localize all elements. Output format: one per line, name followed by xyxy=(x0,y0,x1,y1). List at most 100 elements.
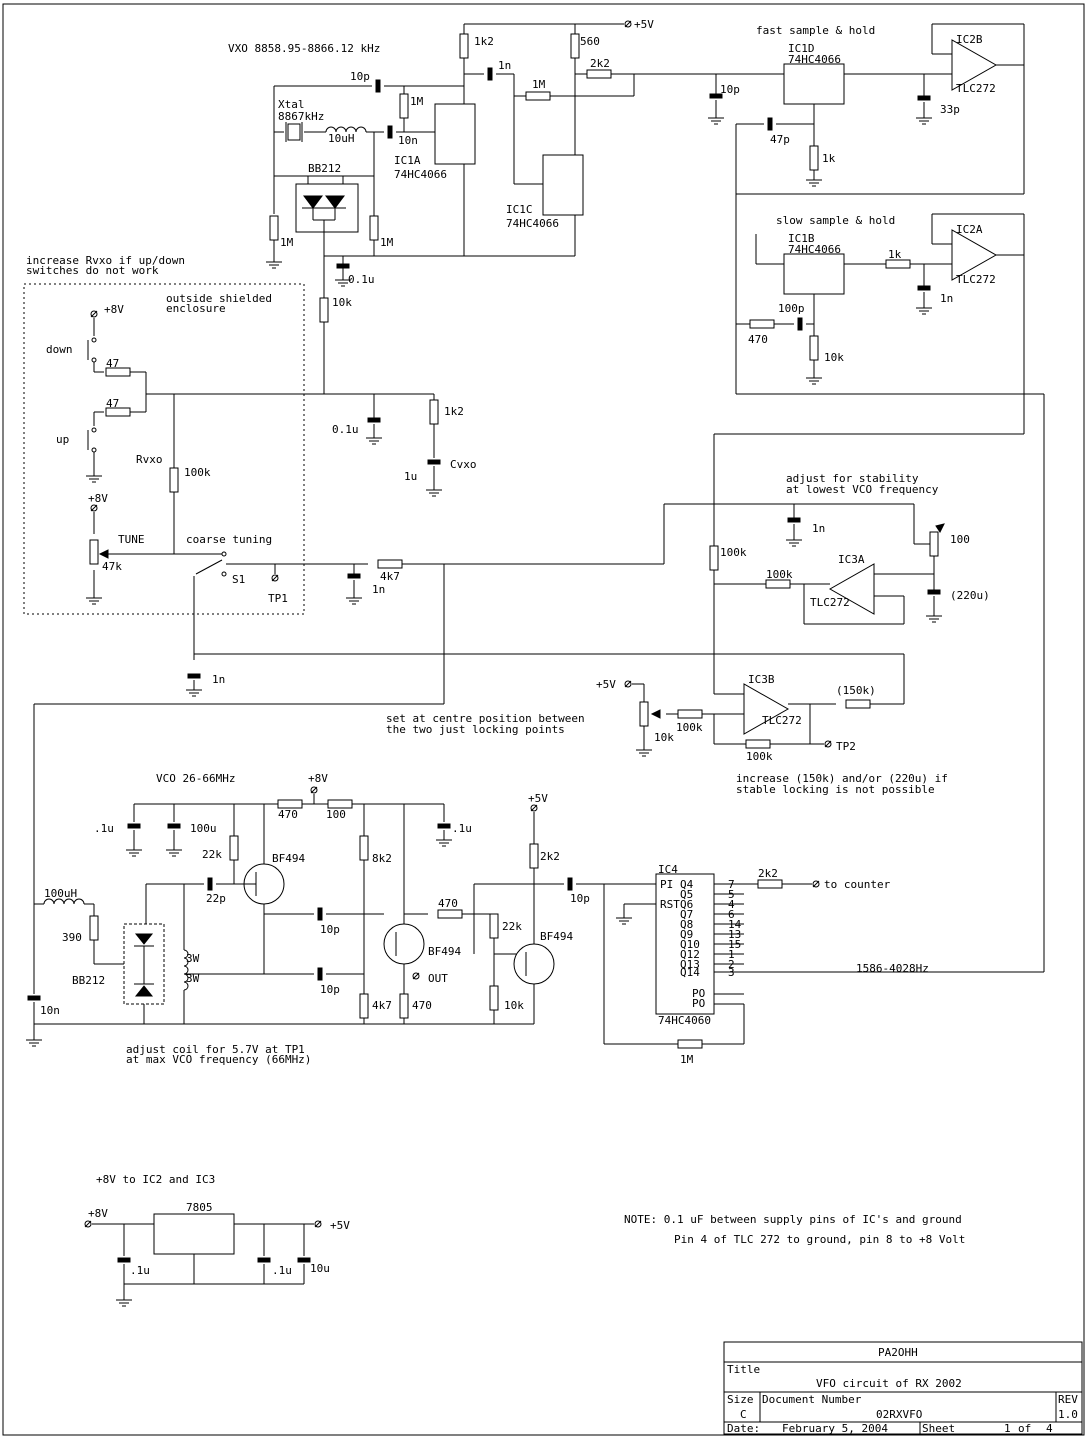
val-p47k: 47k xyxy=(102,560,122,573)
ic3b-type: TLC272 xyxy=(762,714,802,727)
increase-150k-note2: stable locking is not possible xyxy=(736,783,935,796)
val-r2k2-b: 2k2 xyxy=(540,850,560,863)
loop-filter xyxy=(624,434,945,757)
ic3b-label: IC3B xyxy=(748,673,775,686)
val-c01u-c: .1u xyxy=(94,822,114,835)
tb-of-label: of xyxy=(1018,1422,1031,1435)
ic1d-label: IC1D xyxy=(788,42,815,55)
ic4-out-label: Q13 xyxy=(680,958,700,971)
ic4-divider xyxy=(603,873,1044,1049)
ic4-chip xyxy=(655,873,715,1015)
ic4-out-label: Q9 xyxy=(680,928,693,941)
to-counter-label: to counter xyxy=(824,878,891,891)
val-r390: 390 xyxy=(62,931,82,944)
out-label: OUT xyxy=(428,972,448,985)
slow-sample-hold xyxy=(714,213,1045,972)
ic4-out-label: Q14 xyxy=(680,966,700,979)
down-label: down xyxy=(46,343,73,356)
tb-size: C xyxy=(740,1408,747,1421)
ic4-pin-pi: PI xyxy=(660,878,673,891)
ic4-out-label: Q8 xyxy=(680,918,693,931)
val-c47p: 47p xyxy=(770,133,790,146)
supply-5v-top: +5V xyxy=(634,18,654,31)
val-r1k2-b: 1k2 xyxy=(444,405,464,418)
regulator-7805 xyxy=(153,1213,235,1255)
val-c10p-a: 10p xyxy=(350,70,370,83)
inductor-100uh xyxy=(43,898,85,905)
tb-size-label: Size xyxy=(727,1393,754,1406)
val-c1n-a: 1n xyxy=(498,59,511,72)
labels: VXO 8858.95-8866.12 kHz fast sample & ho… xyxy=(26,18,996,1277)
freq-label: 1586-4028Hz xyxy=(856,962,929,975)
val-r1m-a: 1M xyxy=(532,78,546,91)
vco-coil xyxy=(183,949,189,991)
val-r150k: (150k) xyxy=(836,684,876,697)
ic1b-switch xyxy=(783,253,845,295)
val-r47-b: 47 xyxy=(106,397,119,410)
page-border xyxy=(2,3,1085,1436)
ic3a-label: IC3A xyxy=(838,553,865,566)
val-r1m-e: 1M xyxy=(680,1053,694,1066)
ic1b-label: IC1B xyxy=(788,232,815,245)
val-r100k-d: 100k xyxy=(676,721,703,734)
val-c01u-b: 0.1u xyxy=(332,423,359,436)
val-p10k: 10k xyxy=(654,731,674,744)
ic2b-label: IC2B xyxy=(956,33,983,46)
val-r22k-a: 22k xyxy=(202,848,222,861)
bb212-vco-label: BB212 xyxy=(72,974,105,987)
val-r100k-c: 100k xyxy=(766,568,793,581)
tb-docnum-label: Document Number xyxy=(762,1393,862,1406)
val-c1u: 1u xyxy=(404,470,417,483)
val-c01u-e: .1u xyxy=(130,1264,150,1277)
ic4-out-label: Q7 xyxy=(680,908,693,921)
val-r8k2: 8k2 xyxy=(372,852,392,865)
fast-sample-hold xyxy=(707,23,1025,394)
vxo-title: VXO 8858.95-8866.12 kHz xyxy=(228,42,380,55)
val-r470-d: 470 xyxy=(412,999,432,1012)
val-r1k-b: 1k xyxy=(888,248,902,261)
val-r2k2: 2k2 xyxy=(590,57,610,70)
val-c1n-d: 1n xyxy=(212,673,225,686)
outside-note2: enclosure xyxy=(166,302,226,315)
reg-label: 7805 xyxy=(186,1201,213,1214)
tb-rev: 1.0 xyxy=(1058,1408,1078,1421)
ic4-pin-pob: PO xyxy=(692,997,705,1010)
ic4-type: 74HC4060 xyxy=(658,1014,711,1027)
bf494-q2-label: BF494 xyxy=(428,945,461,958)
supply-5v-reg: +5V xyxy=(330,1219,350,1232)
up-label: up xyxy=(56,433,69,446)
ic1a-switch xyxy=(434,103,476,165)
ic3a-type: TLC272 xyxy=(810,596,850,609)
val-r1k2: 1k2 xyxy=(474,35,494,48)
val-r100k-b: 100k xyxy=(720,546,747,559)
supply-8v-vco: +8V xyxy=(308,772,328,785)
val-r1m-d: 1M xyxy=(380,236,394,249)
val-c10p-c: 10p xyxy=(570,892,590,905)
ic4-label: IC4 xyxy=(658,863,678,876)
title-block: PA2OHH Title VFO circuit of RX 2002 Size… xyxy=(723,1341,1083,1435)
inductor-10uh xyxy=(325,126,367,133)
vxo-section xyxy=(265,20,716,394)
supply-8v-1: +8V xyxy=(104,303,124,316)
vco-section xyxy=(25,704,656,1047)
val-c10u: 10u xyxy=(310,1262,330,1275)
val-r470-c: 470 xyxy=(438,897,458,910)
val-r100: 100 xyxy=(326,808,346,821)
ic4-out-pin-number: 4 xyxy=(728,898,735,911)
val-c01u-a: 0.1u xyxy=(348,273,375,286)
val-c33p: 33p xyxy=(940,103,960,116)
ic4-out-label: Q4 xyxy=(680,878,694,891)
val-c10p-e: 10p xyxy=(320,983,340,996)
val-c10p-d: 10p xyxy=(320,923,340,936)
xtal xyxy=(287,123,301,141)
ic2b-type: TLC272 xyxy=(956,82,996,95)
supply-section xyxy=(84,1213,322,1307)
coil-note: adjust coil for 5.7V at TP1 xyxy=(126,1043,305,1056)
tp1-label: TP1 xyxy=(268,592,288,605)
val-c1n-c: 1n xyxy=(372,583,385,596)
supply-8v-reg: +8V xyxy=(88,1207,108,1220)
tb-docnum: 02RXVFO xyxy=(876,1408,922,1421)
val-c10n: 10n xyxy=(398,134,418,147)
ic1d-switch xyxy=(783,63,845,105)
